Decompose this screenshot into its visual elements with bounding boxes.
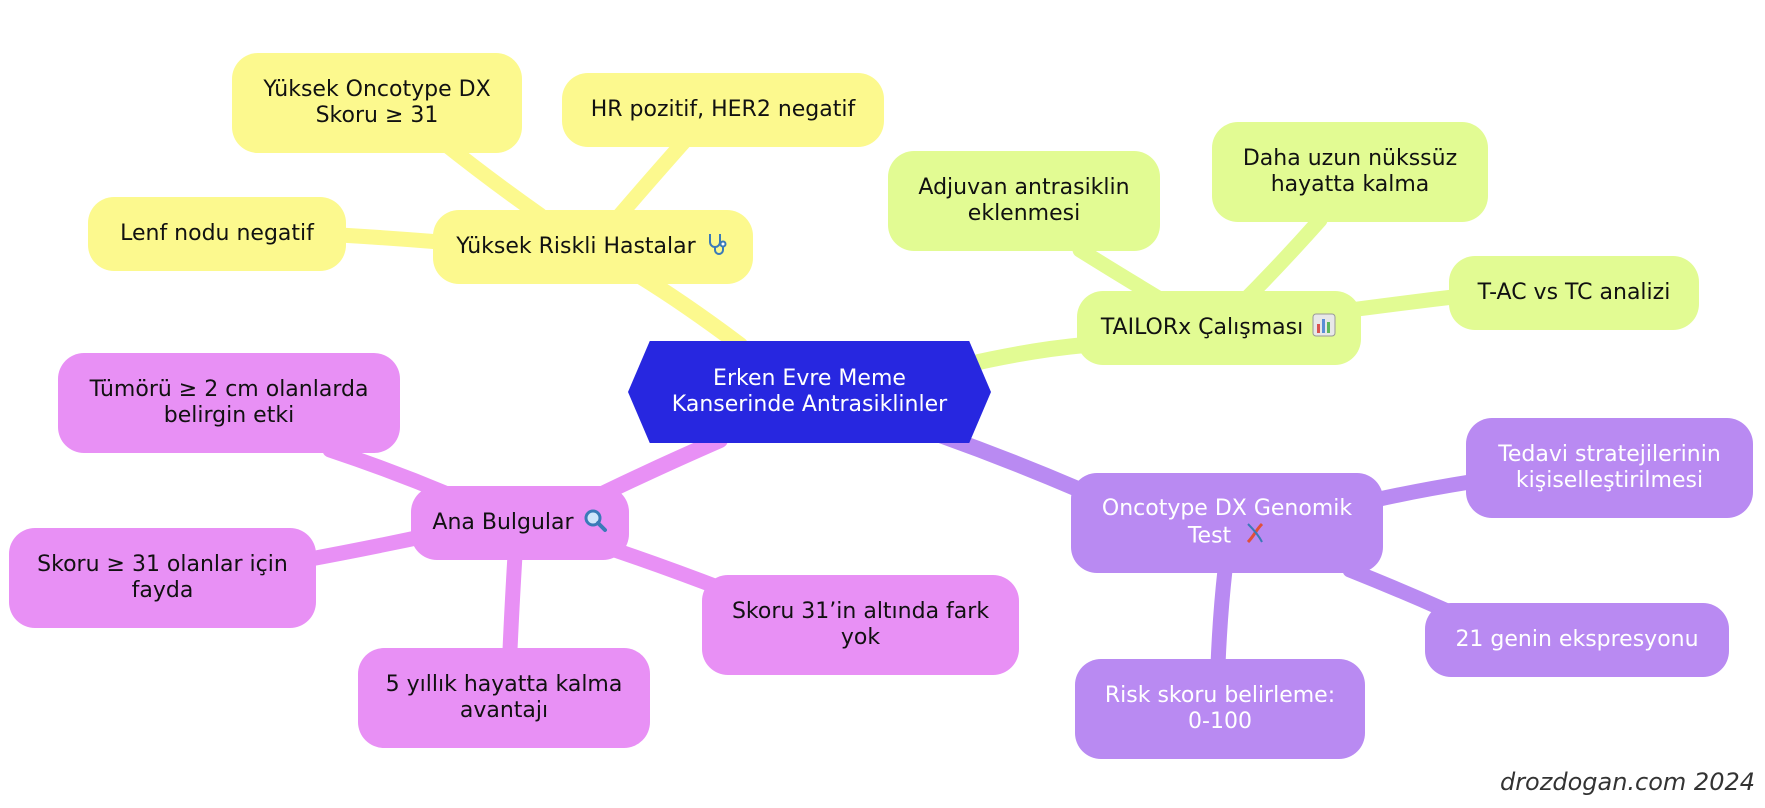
leaf-adjuvant[interactable]: Adjuvan antrasiklin eklenmesi (888, 151, 1160, 251)
dna-icon (1244, 522, 1266, 551)
branch-tailorx[interactable]: TAILORx Çalışması (1077, 291, 1361, 365)
leaf-lymph-node[interactable]: Lenf nodu negatif (88, 197, 346, 271)
connector-oncotype-personalize (1367, 474, 1478, 508)
leaf-risk[interactable]: Risk skoru belirleme: 0-100 (1075, 659, 1365, 759)
leaf-oncotype-score[interactable]: Yüksek Oncotype DX Skoru ≥ 31 (232, 53, 522, 153)
leaf-score-benefit[interactable]: Skoru ≥ 31 olanlar için fayda (9, 528, 316, 628)
branch-oncotype-test[interactable]: Oncotype DX Genomik Test (1071, 473, 1383, 573)
leaf-genes[interactable]: 21 genin ekspresyonu (1425, 603, 1729, 677)
magnifier-icon (582, 507, 608, 540)
bar-chart-icon (1311, 312, 1337, 345)
branch-high-risk-label: Yüksek Riskli Hastalar (456, 234, 696, 259)
connector-high-risk-hr-her2 (612, 127, 698, 223)
branch-findings-label: Ana Bulgular (432, 510, 574, 535)
branch-findings[interactable]: Ana Bulgular (411, 486, 629, 560)
branch-high-risk[interactable]: Yüksek Riskli Hastalar (433, 210, 753, 284)
leaf-survival[interactable]: Daha uzun nükssüz hayatta kalma (1212, 122, 1488, 222)
connector-high-risk-lymph-node (332, 227, 448, 250)
central-topic[interactable]: Erken Evre Meme Kanserinde Antrasiklinle… (628, 341, 991, 443)
leaf-five-year[interactable]: 5 yıllık hayatta kalma avantajı (358, 648, 650, 748)
leaf-personalize[interactable]: Tedavi stratejilerinin kişiselleştirilme… (1466, 418, 1753, 518)
connector-oncotype-genes (1342, 562, 1453, 618)
connector-findings-five-year (502, 547, 523, 658)
leaf-below31[interactable]: Skoru 31’in altında fark yok (702, 575, 1019, 675)
leaf-tac-tc[interactable]: T-AC vs TC analizi (1449, 256, 1699, 330)
leaf-tumor[interactable]: Tümörü ≥ 2 cm olanlarda belirgin etki (58, 353, 400, 453)
branch-oncotype-test-label: Oncotype DX Genomik Test (1102, 496, 1352, 551)
connector-oncotype-risk (1210, 562, 1233, 673)
leaf-hr-her2[interactable]: HR pozitif, HER2 negatif (562, 73, 884, 147)
branch-tailorx-label: TAILORx Çalışması (1100, 315, 1304, 340)
connector-center-oncotype-test (932, 427, 1088, 498)
central-topic-label: Erken Evre Meme Kanserinde Antrasiklinle… (671, 366, 948, 417)
signature: drozdogan.com 2024 (1499, 768, 1755, 796)
stethoscope-icon (704, 231, 730, 264)
connector-center-tailorx (957, 337, 1093, 373)
